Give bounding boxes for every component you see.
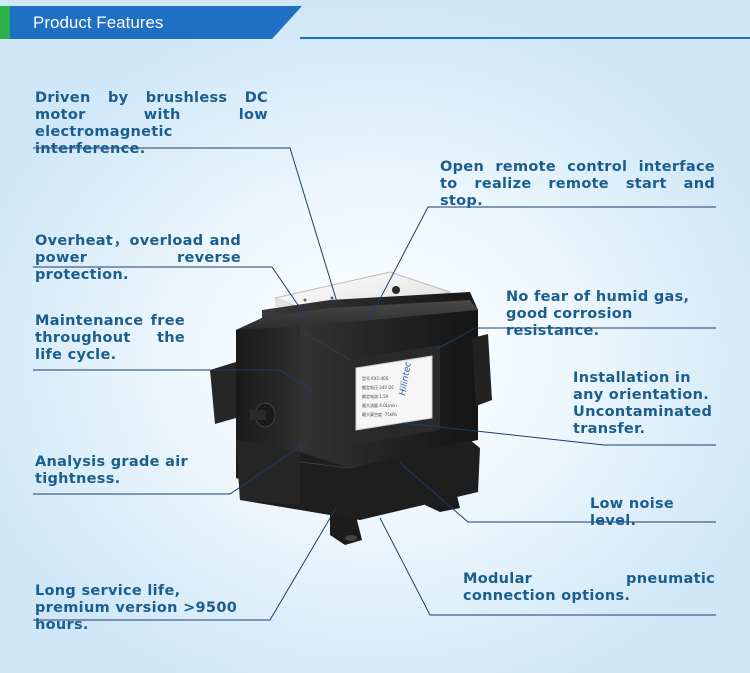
feature-any-orientation: Installation in any orientation. Unconta…	[573, 370, 713, 437]
header-blue-bar	[10, 6, 272, 39]
svg-text:额定电压 24V DC: 额定电压 24V DC	[362, 384, 394, 390]
svg-text:最大真空度 -75kPa: 最大真空度 -75kPa	[362, 411, 397, 417]
feature-brushless-motor: Driven by brushless DC motor with low el…	[35, 90, 268, 157]
section-title: Product Features	[33, 13, 164, 32]
feature-air-tightness: Analysis grade air tightness.	[35, 454, 188, 487]
feature-modular-connection: Modular pneumatic connection options.	[463, 571, 715, 604]
svg-text:额定电流 1.5A: 额定电流 1.5A	[362, 393, 389, 399]
header-blue-corner	[272, 6, 302, 39]
pump-body	[210, 292, 492, 520]
section-header: Product Features	[0, 0, 750, 40]
feature-protection: Overheat，overload and power reverse prot…	[35, 233, 241, 283]
feature-service-life: Long service life, premium version >9500…	[35, 583, 238, 633]
feature-humid-gas: No fear of humid gas, good corrosion res…	[506, 289, 690, 339]
svg-text:型号 KX1-40S: 型号 KX1-40S	[362, 375, 389, 381]
svg-text:最大流量 4.0L/min: 最大流量 4.0L/min	[362, 402, 397, 408]
product-label: Hilintec 型号 KX1-40S 额定电压 24V DC 额定电流 1.5…	[355, 355, 433, 431]
feature-maintenance-free: Maintenance free throughout the life cyc…	[35, 313, 185, 363]
header-green-bar	[0, 6, 10, 39]
feature-remote-control: Open remote control interface to realize…	[440, 159, 715, 209]
header-underline	[300, 37, 750, 39]
feature-low-noise: Low noise level.	[590, 496, 675, 529]
callout-lines	[33, 147, 716, 621]
